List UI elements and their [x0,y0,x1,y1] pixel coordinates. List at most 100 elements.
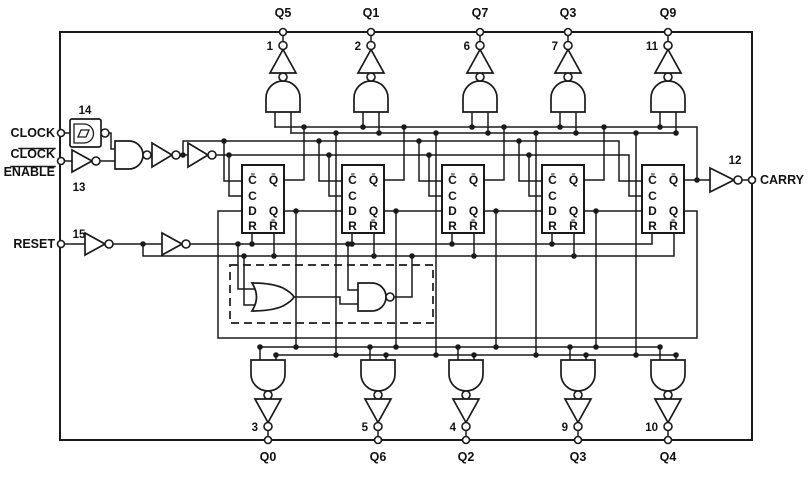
clock-enable-pin-number: 13 [73,182,86,194]
inverter [465,47,495,74]
inverter-bubble [100,128,110,138]
flip-flop-5: C̄ C D R Q̄ Q R̄ [641,164,685,234]
ff-pin-r: R [348,219,357,233]
output-label: Q3 [560,6,577,20]
nand-gate [560,359,596,392]
inverter-bubble [263,421,273,432]
inverter-bubble [366,72,376,82]
inverter [84,231,107,257]
carry-output-circuit: 12 CARRY [709,155,805,194]
output-label: Q9 [660,6,677,20]
ff-pin-d: D [348,204,357,218]
clock-label: CLOCK [11,126,55,140]
junction-dots [140,124,700,358]
nand-gate [448,359,484,392]
output-label: Q7 [472,6,489,20]
ff-pin-c: C [348,189,357,203]
inverter-bubble [385,292,395,302]
pin-number: 5 [362,422,369,434]
pin-number: 6 [464,41,470,53]
inverter-bubble [263,390,273,400]
ff-pin-cbar: C̄ [548,173,557,187]
output-driver-bottom-3: Q2 4 [448,346,484,464]
nand-gate [353,80,389,113]
inverter-bubble [461,390,471,400]
ff-pin-d: D [548,204,557,218]
flip-flop-2: C̄ C D R Q̄ Q R̄ [341,164,385,234]
bottom-output-drivers: Q0 3 Q6 5 Q2 4 [250,346,686,464]
inverter-bubble [563,40,573,51]
ff-pin-r: R [648,219,657,233]
overline-marks [10,147,56,168]
inverter [363,398,393,425]
nand-gate [265,80,301,113]
ff-pin-r: R [448,219,457,233]
pin-number: 2 [355,41,361,53]
nand-gate [650,359,686,392]
flip-flop-3: C̄ C D R Q̄ Q R̄ [441,164,485,234]
inverter-bubble [563,72,573,82]
clock-pin-number: 14 [79,105,92,117]
inverter-bubble [171,150,181,160]
flip-flop-1: C̄ C D R Q̄ Q R̄ [241,164,285,234]
output-driver-top-1: Q5 1 [265,6,301,134]
output-driver-bottom-1: Q0 3 [250,346,286,464]
carry-pin-number: 12 [729,155,742,167]
clock-enable-terminal [56,156,66,166]
ff-pin-rbar: R̄ [569,219,578,233]
ff-pin-r: R [548,219,557,233]
inverter [268,47,298,74]
ff-pin-d: D [248,204,257,218]
inverter-bubble [207,150,217,160]
ff-pin-q: Q [269,204,278,218]
inverter-bubble [573,421,583,432]
inverter-bubble [663,40,673,51]
output-label: Q4 [660,450,677,464]
inverter-bubble [278,72,288,82]
output-label: Q1 [363,6,380,20]
flip-flop-body [341,164,385,234]
inverter-bubble [373,421,383,432]
ff-pin-qbar: Q̄ [569,173,578,187]
flip-flop-stages: C̄ C D R Q̄ Q R̄ C̄ C D R Q̄ Q R̄ C̄ C D… [241,164,685,234]
pin-number: 9 [562,422,568,434]
nand-gate [462,80,498,113]
output-terminal [366,27,376,37]
inverter-bubble [104,239,114,249]
output-label: Q0 [260,450,277,464]
reset-pin-number: 15 [73,229,86,241]
inverter-bubble [181,239,191,249]
clock-enable-label-line2: ENABLE [4,165,55,179]
ff-pin-cbar: C̄ [448,173,457,187]
flip-flop-body [441,164,485,234]
pin-number: 4 [450,422,457,434]
inverter-bubble [91,156,101,166]
reset-terminal [56,239,66,249]
flip-flop-body [641,164,685,234]
carry-label: CARRY [760,173,805,187]
inverter-bubble [373,390,383,400]
output-terminal [461,435,471,445]
inverter-bubble [663,390,673,400]
nand-gate [357,282,387,312]
inverter [253,398,283,425]
buffer-gate [709,166,736,194]
ff-pin-rbar: R̄ [369,219,378,233]
pin-number: 7 [552,41,558,53]
ff-pin-c: C [248,189,257,203]
inverter-bubble [278,40,288,51]
inverter [187,141,210,169]
ff-pin-cbar: C̄ [648,173,657,187]
ff-pin-qbar: Q̄ [369,173,378,187]
inverter-bubble [663,421,673,432]
ff-pin-qbar: Q̄ [669,173,678,187]
ff-pin-qbar: Q̄ [469,173,478,187]
pin-number: 1 [267,41,274,53]
nand-gate [550,80,586,113]
clock-input-circuit: CLOCK 14 CLOCK ENABLE 13 [4,105,217,194]
flip-flop-body [541,164,585,234]
inverter-bubble [475,72,485,82]
output-terminal [573,435,583,445]
output-terminal [263,435,273,445]
carry-terminal [747,175,757,185]
